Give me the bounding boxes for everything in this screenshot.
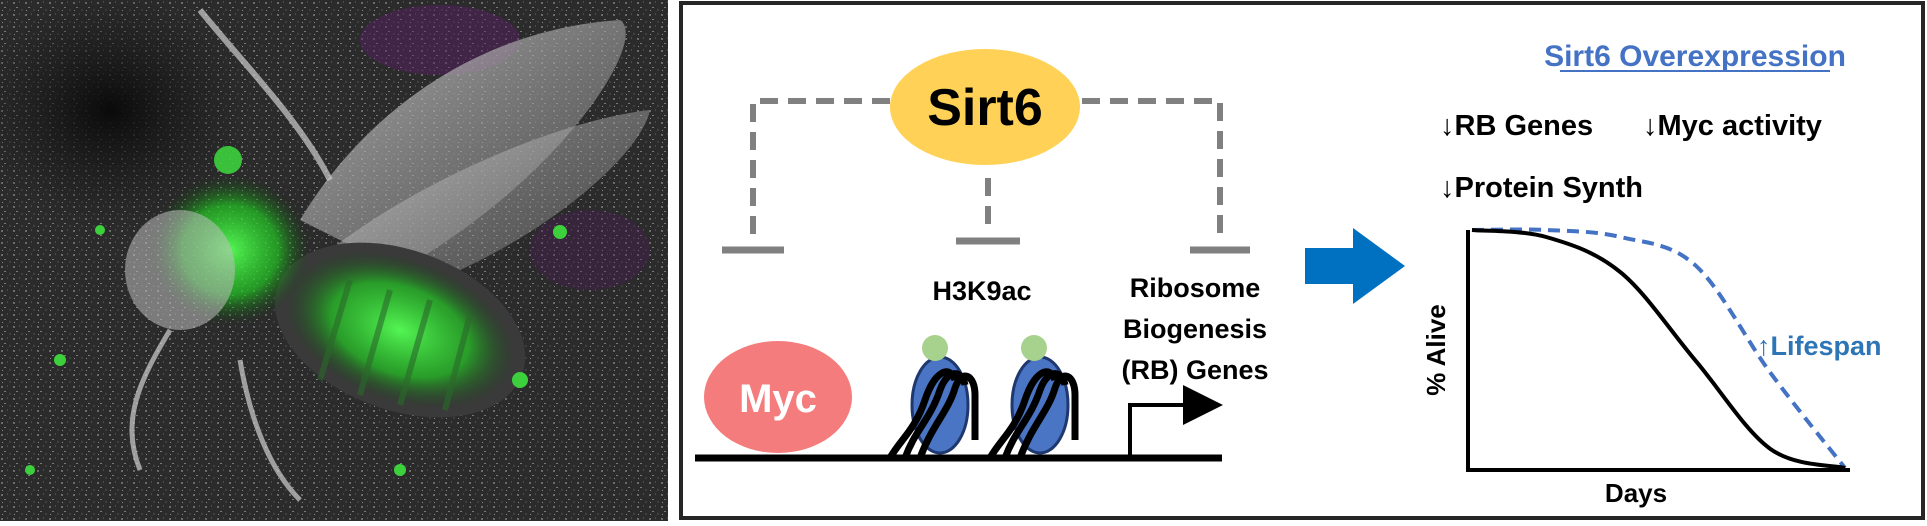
dna-wrap — [916, 372, 979, 460]
survival-chart: Days % Alive ↑Lifespan — [1421, 227, 1882, 508]
fly-head — [125, 210, 235, 330]
fly-wing — [300, 20, 626, 270]
x-axis-label: Days — [1605, 478, 1667, 508]
gfp-speck — [553, 225, 567, 239]
rb-genes-label-line2: Biogenesis — [1123, 314, 1267, 344]
effect-protein-synth: ↓Protein Synth — [1440, 172, 1643, 204]
gfp-speck — [54, 354, 66, 366]
rb-genes-label-line1: Ribosome — [1130, 273, 1261, 303]
y-axis-label: % Alive — [1421, 304, 1451, 396]
fly-micrograph — [0, 0, 668, 521]
purple-patch — [530, 210, 650, 290]
inhibition-line-myc — [750, 98, 890, 242]
outcome-arrow — [1305, 228, 1405, 304]
acetyl-group — [1021, 335, 1047, 361]
gfp-speck — [394, 464, 406, 476]
sirt6-label: Sirt6 — [927, 79, 1043, 137]
fly-leg — [197, 8, 333, 182]
effect-rb-genes: ↓RB Genes — [1440, 110, 1593, 142]
nucleosome — [986, 335, 1079, 460]
h3k9ac-label: H3K9ac — [932, 276, 1031, 306]
schematic-frame — [679, 1, 1925, 520]
transcription-start-arrow — [1128, 385, 1223, 458]
inhibition-line-rb-genes — [1082, 98, 1223, 240]
acetyl-group — [922, 335, 948, 361]
myc-label: Myc — [739, 377, 817, 421]
abdomen-stripes — [317, 279, 473, 411]
myc-oval — [704, 341, 852, 453]
micrograph-shadow — [0, 0, 250, 230]
dna-wrap — [986, 368, 1059, 460]
effect-myc-activity: ↓Myc activity — [1643, 110, 1822, 142]
nucleosome — [886, 335, 979, 460]
dna-wrap — [1016, 372, 1079, 460]
fly-leg — [237, 359, 302, 502]
inhibition-lines — [722, 98, 1250, 254]
dna-wrap — [886, 368, 959, 460]
gfp-speck — [95, 225, 105, 235]
survival-curve-control — [1471, 228, 1846, 470]
fly-leg — [129, 328, 173, 471]
gfp-speck — [214, 146, 242, 174]
lifespan-annotation: ↑Lifespan — [1757, 331, 1882, 361]
sirt6-oval — [890, 49, 1080, 165]
gfp-speck — [512, 372, 528, 388]
gfp-speck — [25, 465, 35, 475]
survival-curve-overexpression — [1471, 227, 1847, 470]
outcome-title: Sirt6 Overexpression — [1544, 40, 1846, 73]
rb-genes-label-line3: (RB) Genes — [1121, 355, 1268, 385]
